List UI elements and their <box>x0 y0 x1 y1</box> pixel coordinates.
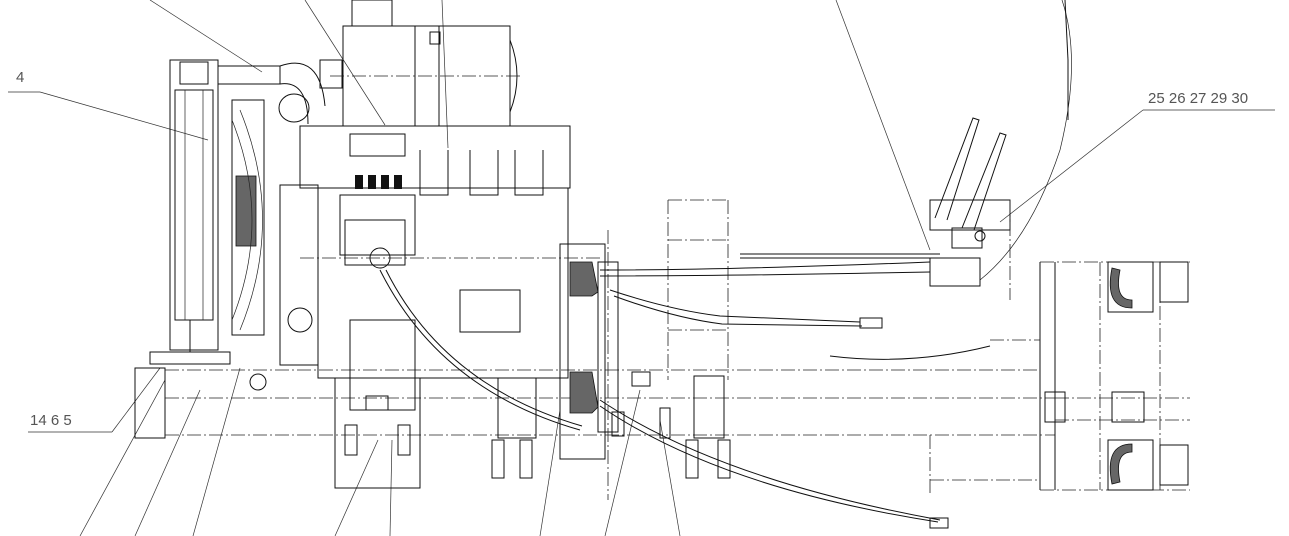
pedal-lever-assembly <box>740 117 1011 300</box>
cooling-fan <box>231 99 265 336</box>
flywheel-housing <box>559 230 619 500</box>
rear-pivot-brackets <box>1107 261 1189 491</box>
radiator <box>149 59 231 365</box>
part-label-4: 4 <box>16 69 24 86</box>
engine-block <box>249 125 600 489</box>
part-label-25-30: 25 26 27 29 30 <box>1148 90 1248 107</box>
air-intake-pipe <box>217 59 343 125</box>
gearbox-outline <box>667 199 729 380</box>
chassis-frame <box>134 261 1190 495</box>
leader-lines <box>79 0 931 536</box>
air-filter <box>330 0 520 127</box>
part-label-14-6-5: 14 6 5 <box>30 412 72 429</box>
control-cables <box>379 0 1072 529</box>
engine-mounts <box>491 371 731 479</box>
